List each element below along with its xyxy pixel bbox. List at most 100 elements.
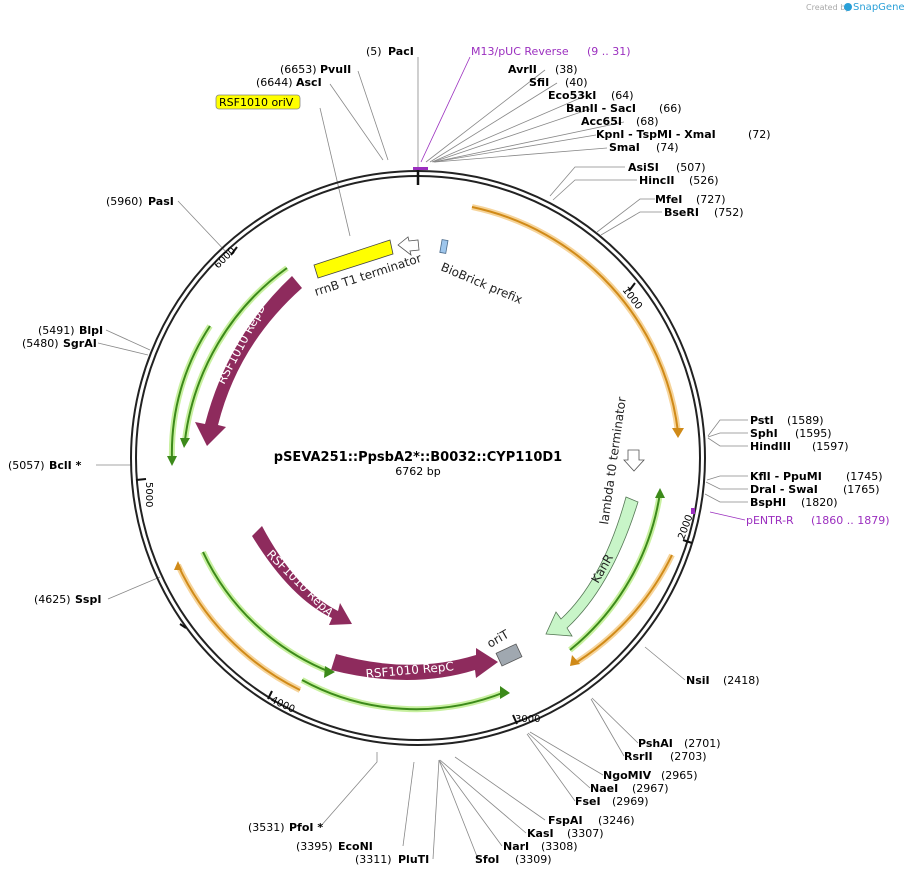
oriV-leader-line	[319, 107, 351, 237]
orf-arcs-green	[168, 265, 663, 713]
site-nsiI-name[interactable]: NsiI	[686, 674, 710, 687]
site-ecoNI-name[interactable]: EcoNI	[338, 840, 373, 853]
orf-green-arrow-1	[655, 488, 665, 498]
site-smaI-pos: (74)	[656, 141, 679, 154]
kanr-label: KanR	[588, 552, 616, 586]
site-mfeI-pos: (727)	[696, 193, 726, 206]
site-fspAI-name[interactable]: FspAI	[548, 814, 583, 827]
site-sspI-name[interactable]: SspI	[75, 593, 101, 606]
site-bclI-pos: (5057)	[8, 459, 45, 472]
site-eco53kI-pos: (64)	[611, 89, 634, 102]
pentr-primer-mark	[691, 508, 695, 514]
orf-green-arrow-2	[180, 438, 190, 448]
site-sphI-name[interactable]: SphI	[750, 427, 778, 440]
site-blpI-pos: (5491)	[38, 324, 75, 337]
site-sfoI-name[interactable]: SfoI	[475, 853, 499, 866]
oriT-feature[interactable]	[495, 643, 523, 667]
site-leader-lines	[96, 57, 748, 860]
site-narI-name[interactable]: NarI	[503, 840, 529, 853]
site-pasI-pos: (5960)	[106, 195, 143, 208]
site-sphI-pos: (1595)	[795, 427, 832, 440]
site-pacI-name[interactable]: PacI	[388, 45, 414, 58]
site-smaI-name[interactable]: SmaI	[609, 141, 640, 154]
site-blpI-name[interactable]: BlpI	[79, 324, 103, 337]
site-avrII-name[interactable]: AvrII	[508, 63, 537, 76]
site-draI-name[interactable]: DraI - SwaI	[750, 483, 818, 496]
site-kpnI-name[interactable]: KpnI - TspMI - XmaI	[596, 128, 716, 141]
snapgene-logo-icon	[844, 3, 852, 11]
site-mfeI-name[interactable]: MfeI	[655, 193, 682, 206]
pentr-leader-line	[709, 511, 746, 521]
orf-green-arrow-5	[500, 686, 510, 699]
site-pfoI-name[interactable]: PfoI *	[289, 821, 323, 834]
site-pvuII-name[interactable]: PvuII	[320, 63, 351, 76]
kanr-feature[interactable]	[545, 496, 639, 637]
oriT-label: oriT	[485, 627, 512, 651]
orf-arrow-1	[672, 428, 684, 438]
site-draI-pos: (1765)	[843, 483, 880, 496]
site-acc65I-name[interactable]: Acc65I	[581, 115, 622, 128]
credit-prefix: Created by	[806, 3, 850, 12]
site-pluTI-pos: (3311)	[355, 853, 392, 866]
biobrick-label: BioBrick prefix	[439, 260, 525, 307]
site-hindIII-name[interactable]: HindIII	[750, 440, 791, 453]
site-ngoMIV-pos: (2965)	[661, 769, 698, 782]
site-bspHI-name[interactable]: BspHI	[750, 496, 786, 509]
orf-green-arrow-3	[167, 456, 177, 466]
site-asiSI-name[interactable]: AsiSI	[628, 161, 659, 174]
site-sgrAI-pos: (5480)	[22, 337, 59, 350]
orf-green-arrow-4	[324, 666, 335, 678]
site-hindIII-pos: (1597)	[812, 440, 849, 453]
site-pstI-name[interactable]: PstI	[750, 414, 774, 427]
site-asiSI-pos: (507)	[676, 161, 706, 174]
site-pluTI-name[interactable]: PluTI	[398, 853, 429, 866]
orf-arcs-orange	[175, 204, 681, 693]
oriV-label-box[interactable]	[215, 94, 301, 110]
site-sfoI-pos: (3309)	[515, 853, 552, 866]
site-fseI-name[interactable]: FseI	[575, 795, 601, 808]
lambda-terminator-arrow[interactable]	[623, 449, 645, 472]
site-sfiI-name[interactable]: SfiI	[529, 76, 549, 89]
m13-primer-mark	[413, 167, 428, 170]
primer-m13-name[interactable]: M13/pUC Reverse	[471, 45, 569, 58]
site-eco53kI-name[interactable]: Eco53kI	[548, 89, 596, 102]
site-bseRI-name[interactable]: BseRI	[664, 206, 699, 219]
tick-label-4000: 4000	[269, 695, 297, 716]
primer-pentr-range: (1860 .. 1879)	[811, 514, 890, 527]
site-ascI-name[interactable]: AscI	[296, 76, 322, 89]
primer-pentr-name[interactable]: pENTR-R	[746, 514, 794, 527]
site-kasI-name[interactable]: KasI	[527, 827, 554, 840]
orf-arrow-2	[570, 655, 580, 666]
repB-feature[interactable]	[195, 276, 302, 446]
plasmid-name: pSEVA251::PpsbA2*::B0032::CYP110D1	[274, 450, 562, 465]
site-hincII-name[interactable]: HincII	[639, 174, 675, 187]
site-bseRI-pos: (752)	[714, 206, 744, 219]
rrnB-terminator-feature[interactable]	[313, 239, 394, 279]
site-pfoI-pos: (3531)	[248, 821, 285, 834]
site-sgrAI-name[interactable]: SgrAI	[63, 337, 97, 350]
site-pasI-name[interactable]: PasI	[148, 195, 174, 208]
site-narI-pos: (3308)	[541, 840, 578, 853]
rrnB-terminator-arrow[interactable]	[397, 236, 420, 257]
tick-label-5000: 5000	[143, 482, 154, 507]
site-pacI-pos: (5)	[366, 45, 382, 58]
repA-label: RSF1010 RepA	[264, 547, 337, 620]
repA-feature[interactable]	[252, 526, 352, 625]
site-banII-name[interactable]: BanII - SacI	[566, 102, 636, 115]
site-pshAI-name[interactable]: PshAI	[638, 737, 673, 750]
site-naeI-name[interactable]: NaeI	[590, 782, 618, 795]
repC-feature[interactable]	[331, 648, 498, 680]
site-naeI-pos: (2967)	[632, 782, 669, 795]
biobrick-prefix-feature[interactable]	[439, 239, 449, 254]
site-ngoMIV-name[interactable]: NgoMIV	[603, 769, 652, 782]
site-rsrII-pos: (2703)	[670, 750, 707, 763]
site-bclI-name[interactable]: BclI *	[49, 459, 82, 472]
site-acc65I-pos: (68)	[636, 115, 659, 128]
site-kflI-pos: (1745)	[846, 470, 883, 483]
site-kflI-name[interactable]: KflI - PpuMI	[750, 470, 822, 483]
site-fspAI-pos: (3246)	[598, 814, 635, 827]
primer-m13-range: (9 .. 31)	[587, 45, 631, 58]
site-rsrII-name[interactable]: RsrII	[624, 750, 653, 763]
